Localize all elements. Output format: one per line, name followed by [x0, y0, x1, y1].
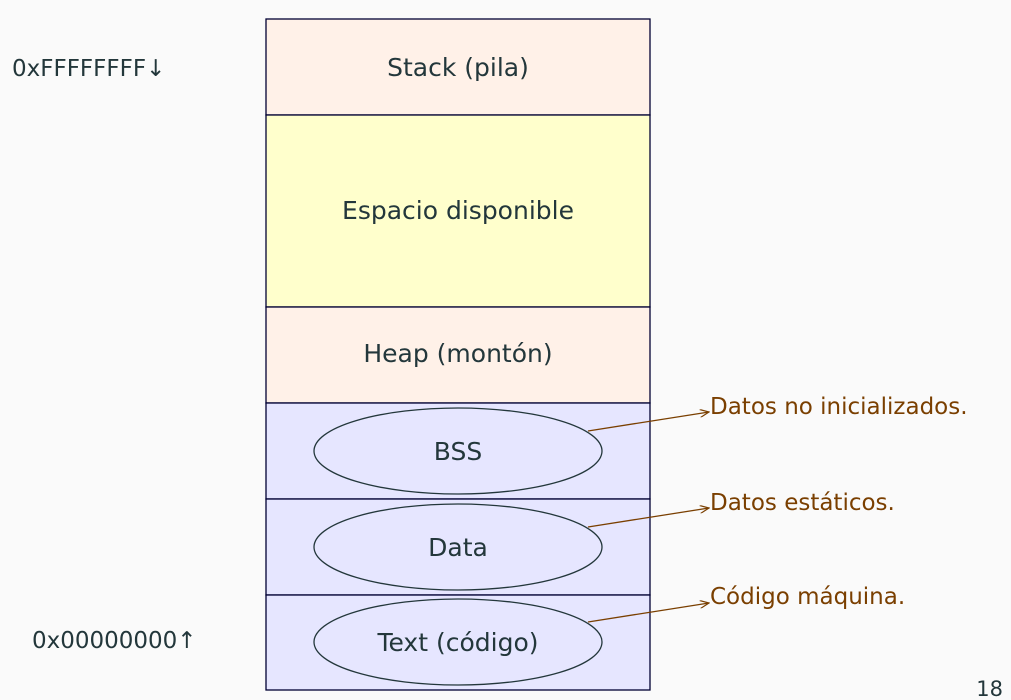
stack-box [265, 18, 651, 116]
bss-arrow [587, 412, 709, 432]
data-label: Data [428, 533, 488, 562]
heap-label: Heap (montón) [363, 339, 552, 368]
data-arrow [587, 508, 709, 528]
address-top: 0xFFFFFFFF↓ [12, 56, 165, 82]
data-annotation: Datos estáticos. [710, 490, 895, 516]
page-number: 18 [976, 677, 1003, 700]
address-bottom: 0x00000000↑ [32, 628, 197, 654]
free-space-label: Espacio disponible [342, 196, 574, 225]
free-space-box [265, 114, 651, 308]
bss-ellipse [313, 407, 603, 495]
bss-annotation: Datos no inicializados. [710, 394, 968, 420]
text-ellipse [313, 598, 603, 686]
data-ellipse [313, 503, 603, 591]
text-arrow [587, 603, 709, 623]
bss-label: BSS [434, 437, 482, 466]
text-label: Text (código) [376, 628, 538, 657]
text-annotation: Código máquina. [710, 584, 905, 610]
heap-box [265, 306, 651, 404]
stack-label: Stack (pila) [387, 53, 529, 82]
